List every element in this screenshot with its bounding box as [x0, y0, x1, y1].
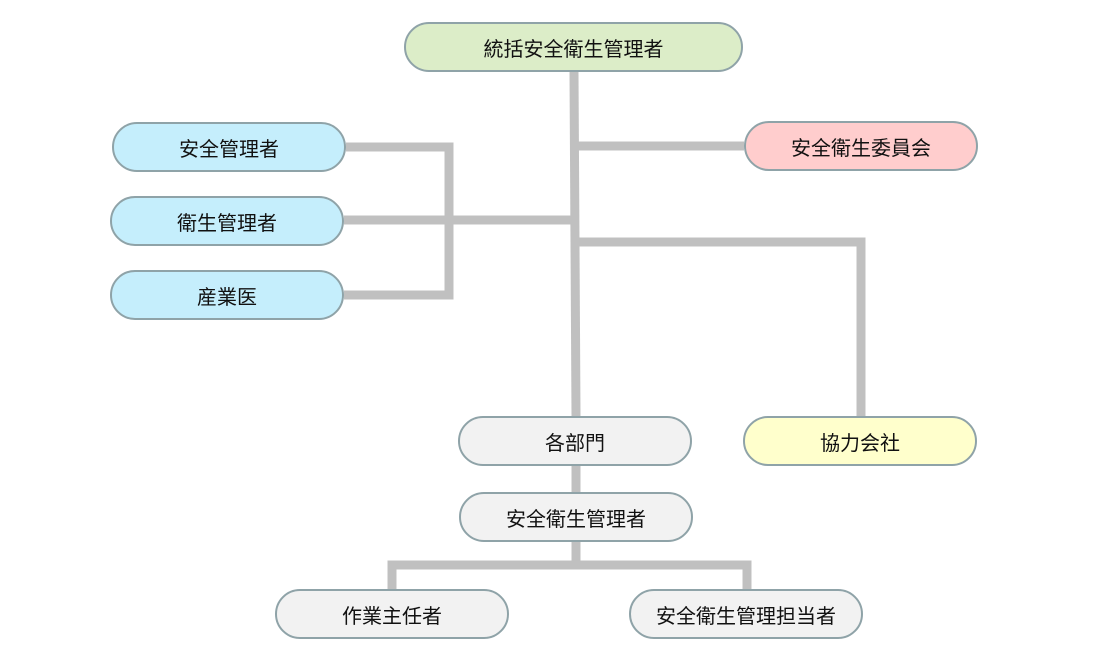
- node-label: 協力会社: [820, 430, 900, 455]
- node-hs-staff: 安全衛生管理担当者: [629, 589, 863, 639]
- node-general-hs-manager: 統括安全衛生管理者: [404, 22, 743, 72]
- node-label: 安全管理者: [179, 136, 279, 161]
- node-label: 各部門: [545, 430, 605, 455]
- split-to-subordinates: [387, 560, 752, 589]
- bracket-staff-roles: [344, 142, 454, 300]
- node-label: 統括安全衛生管理者: [483, 36, 664, 61]
- node-label: 産業医: [197, 284, 257, 309]
- node-label: 作業主任者: [342, 603, 442, 628]
- node-hs-committee: 安全衛生委員会: [744, 121, 978, 171]
- node-dept-hs-manager: 安全衛生管理者: [459, 492, 693, 542]
- node-industrial-doctor: 産業医: [110, 270, 344, 320]
- node-label: 安全衛生委員会: [791, 135, 931, 160]
- node-label: 安全衛生管理担当者: [656, 603, 836, 628]
- node-label: 安全衛生管理者: [506, 506, 646, 531]
- node-safety-manager: 安全管理者: [112, 122, 346, 172]
- node-hygiene-manager: 衛生管理者: [110, 196, 344, 246]
- node-work-foreman: 作業主任者: [275, 589, 509, 639]
- node-label: 衛生管理者: [177, 210, 277, 235]
- branch-partner-companies: [575, 237, 866, 416]
- node-departments: 各部門: [458, 416, 692, 466]
- node-partner-companies: 協力会社: [743, 416, 977, 466]
